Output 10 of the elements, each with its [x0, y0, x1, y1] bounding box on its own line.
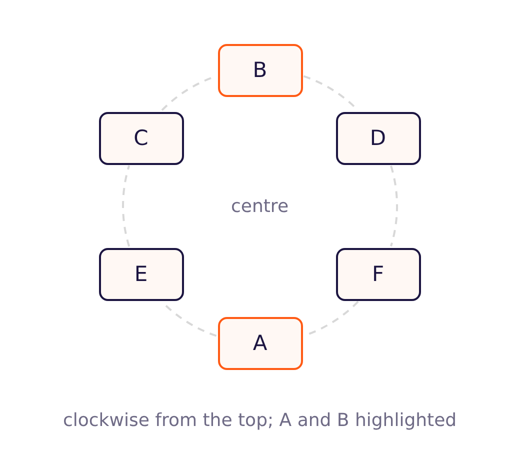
rounded-box: E	[98, 248, 184, 300]
rounded-box: D	[336, 112, 420, 164]
dashed-arc	[390, 166, 398, 246]
dashed-arc	[122, 165, 130, 247]
rounded-box: F	[336, 248, 420, 300]
centre-label: centre	[231, 196, 289, 216]
rounded-box: A	[218, 316, 302, 370]
rounded-box: C	[98, 112, 184, 164]
caption: clockwise from the top; A and B highlighted	[63, 410, 457, 430]
rounded-box: B	[218, 44, 302, 96]
